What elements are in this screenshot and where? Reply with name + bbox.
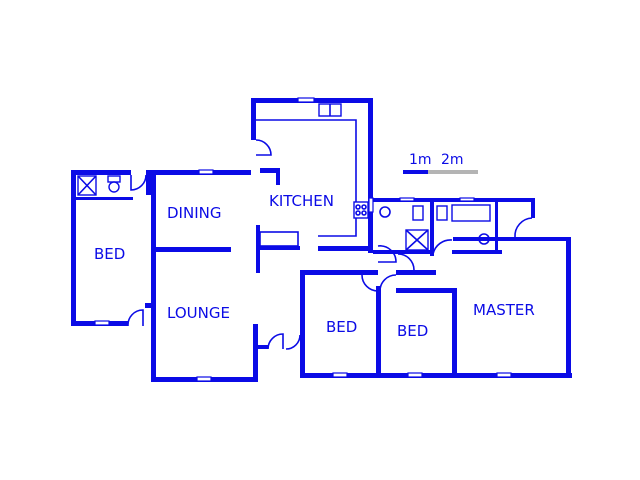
- stove: [353, 201, 369, 219]
- door-swing: [285, 334, 301, 350]
- basin: [379, 206, 391, 218]
- toilet: [412, 205, 424, 221]
- bathtub: [451, 204, 491, 222]
- wall-segment: [566, 237, 571, 378]
- wall-segment: [256, 225, 260, 273]
- wall-segment: [253, 324, 258, 382]
- window: [399, 197, 415, 202]
- wall-segment: [75, 197, 133, 200]
- wall-segment: [145, 303, 155, 308]
- wall-segment: [276, 168, 280, 185]
- door-swing: [514, 217, 533, 238]
- counter: [259, 231, 299, 247]
- door-swing: [432, 239, 453, 255]
- wall-segment: [430, 202, 434, 256]
- wall-segment: [452, 288, 457, 378]
- wall-segment: [251, 98, 256, 140]
- room-label-dining: DINING: [167, 204, 221, 222]
- wall-segment: [396, 288, 456, 293]
- door-swing: [361, 274, 379, 292]
- room-label-bed-right: BED: [397, 322, 428, 340]
- wall-segment: [376, 286, 381, 378]
- wall-segment: [373, 250, 433, 254]
- room-label-master: MASTER: [473, 301, 535, 319]
- wall-segment: [373, 198, 533, 202]
- wall-segment: [531, 198, 535, 218]
- window: [94, 320, 110, 326]
- window: [198, 169, 214, 175]
- door-swing: [267, 333, 284, 350]
- door-swing: [377, 245, 397, 263]
- doors: [127, 139, 533, 350]
- door-swing: [127, 309, 144, 327]
- wall-segment: [71, 170, 131, 175]
- basin: [478, 233, 490, 245]
- room-label-kitchen: KITCHEN: [269, 192, 334, 210]
- wall-segment: [151, 247, 231, 252]
- wall-segment: [300, 373, 572, 378]
- window: [407, 372, 423, 378]
- wall-segment: [495, 198, 498, 254]
- wall-segment: [151, 170, 156, 382]
- wall-segment: [71, 170, 76, 326]
- wall-segment: [260, 246, 300, 250]
- wall-segment: [300, 270, 305, 378]
- wall-segment: [396, 270, 436, 275]
- fixtures: [77, 103, 491, 251]
- scale-bar: 1m 2m: [403, 152, 478, 174]
- wall-segment: [260, 168, 280, 173]
- door-swing: [379, 274, 397, 292]
- wall-segment: [368, 98, 373, 253]
- wall-segment: [452, 250, 502, 254]
- door-swing: [255, 139, 272, 156]
- toilet: [436, 205, 448, 221]
- window: [459, 197, 475, 202]
- door-swing: [130, 174, 147, 191]
- wall-segment: [146, 170, 151, 195]
- wall-segment: [515, 237, 570, 241]
- scale-label-1m: 1m: [409, 152, 432, 168]
- room-labels: BED DINING KITCHEN LOUNGE BED BED MASTER: [94, 192, 535, 340]
- window: [297, 97, 315, 103]
- room-label-lounge: LOUNGE: [167, 304, 230, 322]
- window: [368, 197, 374, 213]
- windows: [94, 97, 512, 382]
- walls: [71, 98, 572, 382]
- wall-segment: [453, 237, 570, 241]
- wall-segment: [258, 345, 268, 349]
- window: [196, 376, 212, 382]
- counter-outline: [256, 119, 357, 237]
- door-swing: [397, 253, 415, 271]
- scale-label-2m: 2m: [441, 152, 464, 168]
- window: [332, 372, 348, 378]
- wall-segment: [300, 270, 378, 275]
- window: [496, 372, 512, 378]
- toilet-bowl: [108, 181, 120, 193]
- room-label-bed-middle: BED: [326, 318, 357, 336]
- toilet-cistern: [107, 175, 121, 183]
- room-label-bed-left: BED: [94, 245, 125, 263]
- wall-segment: [318, 246, 373, 251]
